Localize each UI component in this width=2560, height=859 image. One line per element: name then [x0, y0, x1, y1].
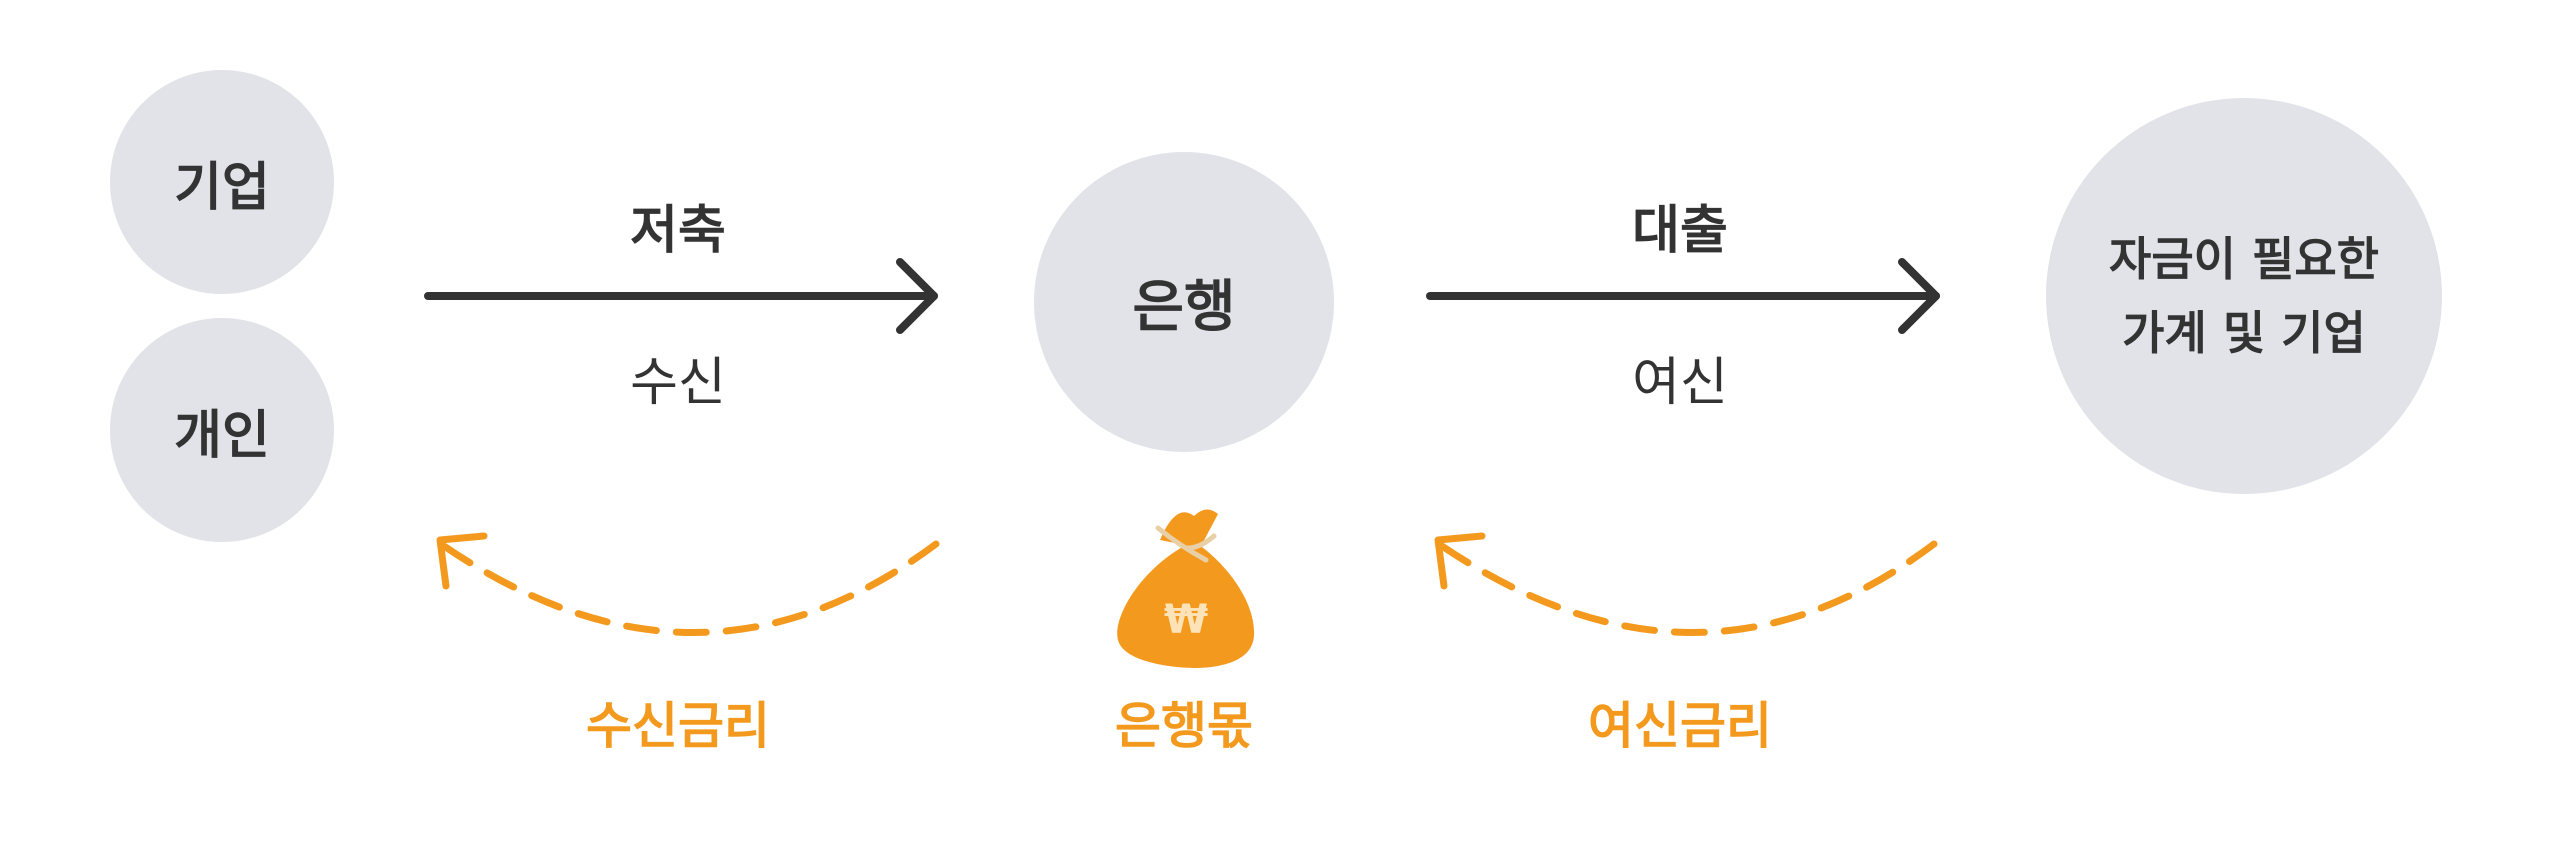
borrowers-node: 자금이 필요한 가계 및 기업 [2046, 98, 2442, 494]
bank-node: 은행 [1034, 152, 1334, 452]
individual-label: 개인 [174, 405, 270, 466]
bank-label: 은행 [1132, 274, 1236, 340]
loan-rate-label: 여신금리 [1588, 697, 1772, 755]
loan-arrow [1426, 258, 1940, 334]
company-label: 기업 [174, 157, 270, 218]
individual-node: 개인 [110, 318, 334, 542]
savings-arrow [424, 258, 938, 334]
deposit-subtitle: 수신 [630, 353, 726, 413]
svg-text:₩: ₩ [1164, 597, 1208, 643]
borrowers-label-line1: 자금이 필요한 [2109, 232, 2379, 286]
money-bag-icon: ₩ [1117, 509, 1255, 668]
credit-subtitle: 여신 [1632, 353, 1728, 413]
borrowers-label-line2: 가계 및 기업 [2122, 306, 2366, 360]
deposit-rate-label: 수신금리 [586, 697, 770, 755]
loan-rate-arrow [1434, 532, 1938, 636]
savings-title: 저축 [630, 201, 726, 261]
bank-share-label: 은행몫 [1115, 697, 1253, 755]
company-node: 기업 [110, 70, 334, 294]
loan-title: 대출 [1632, 201, 1728, 261]
deposit-rate-arrow [436, 532, 940, 636]
